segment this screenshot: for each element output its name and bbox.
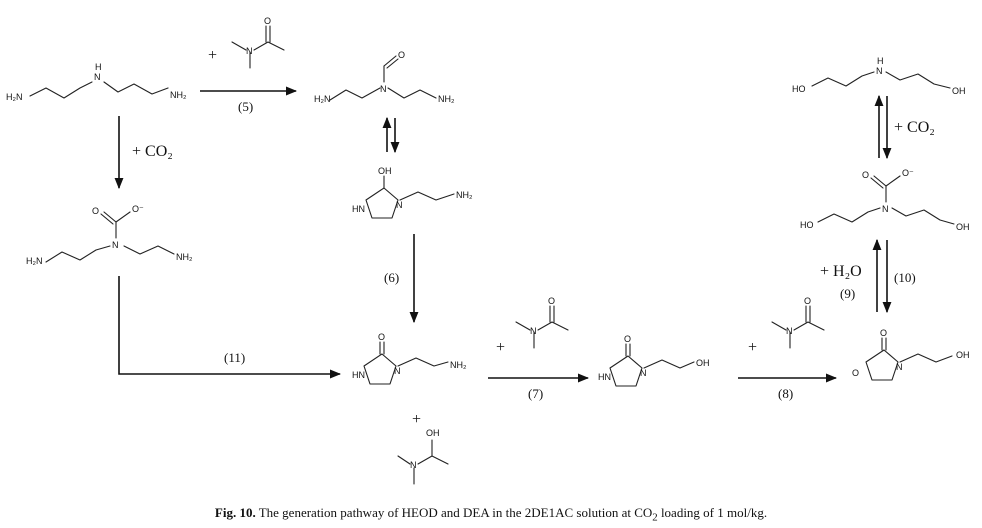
atom-o: O bbox=[92, 206, 99, 216]
atom-n: N bbox=[396, 200, 403, 210]
molecule-hydroxy-imidazolidine: OH HN N NH₂ bbox=[352, 166, 473, 219]
plus-sign: + bbox=[208, 47, 217, 64]
molecule-heod: O O N OH bbox=[852, 328, 970, 381]
reaction-label-5: (5) bbox=[238, 99, 253, 114]
atom-o: O bbox=[862, 170, 869, 180]
atom-n: N bbox=[94, 72, 101, 82]
figure-caption: Fig. 10. The generation pathway of HEOD … bbox=[0, 505, 982, 524]
atom-n: N bbox=[786, 326, 793, 336]
atom-o-minus: O⁻ bbox=[132, 204, 144, 214]
atom-oh: OH bbox=[426, 428, 440, 438]
molecule-deta-carbamate: N O O⁻ H₂N NH₂ bbox=[26, 204, 193, 266]
atom-oh: OH bbox=[952, 86, 966, 96]
atom-h: H bbox=[95, 62, 102, 72]
molecule-dmac-1: N O + bbox=[208, 16, 285, 69]
atom-o: O bbox=[548, 296, 555, 306]
atom-n: N bbox=[410, 460, 417, 470]
atom-nh2: NH₂ bbox=[456, 190, 473, 200]
reaction-label-6: (6) bbox=[384, 270, 399, 285]
reaction-label-7: (7) bbox=[528, 386, 543, 401]
atom-o: O bbox=[378, 332, 385, 342]
atom-o-minus: O⁻ bbox=[902, 168, 914, 178]
atom-n: N bbox=[380, 84, 387, 94]
atom-n: N bbox=[882, 204, 889, 214]
reaction-label-8: (8) bbox=[778, 386, 793, 401]
atom-o: O bbox=[852, 368, 859, 378]
caption-text-end: loading of 1 mol/kg. bbox=[657, 505, 768, 520]
atom-oh: OH bbox=[378, 166, 392, 176]
molecule-dmac-2: N O + bbox=[496, 296, 569, 356]
molecule-dea: HO N H OH bbox=[792, 56, 966, 96]
atom-n: N bbox=[394, 366, 401, 376]
atom-n: N bbox=[112, 240, 119, 250]
molecule-hydroxyethyl-imidazolidinone: O HN N OH bbox=[598, 334, 710, 387]
reaction-label-9: (9) bbox=[840, 286, 855, 301]
plus-sign: + bbox=[748, 339, 757, 356]
caption-subscript: 2 bbox=[652, 511, 658, 524]
atom-o: O bbox=[880, 328, 887, 338]
atom-n: N bbox=[640, 368, 647, 378]
co2-reagent-label: + CO₂ bbox=[132, 143, 173, 160]
atom-n: N bbox=[246, 46, 253, 56]
atom-o: O bbox=[804, 296, 811, 306]
atom-o: O bbox=[624, 334, 631, 344]
atom-n: N bbox=[530, 326, 537, 336]
co2-reagent-label-dea: + CO₂ bbox=[894, 119, 935, 136]
atom-o: O bbox=[264, 16, 271, 26]
molecule-formyl-deta: N O H₂N NH₂ bbox=[314, 50, 455, 104]
molecule-byproduct-amino-alcohol: N OH bbox=[397, 428, 449, 485]
plus-sign: + bbox=[412, 411, 421, 428]
molecule-aminoethyl-imidazolidinone: O HN N NH₂ bbox=[352, 332, 467, 385]
atom-oh: OH bbox=[696, 358, 710, 368]
atom-hn: HN bbox=[352, 370, 365, 380]
atom-h2n: H₂N bbox=[314, 94, 331, 104]
atom-h: H bbox=[877, 56, 884, 66]
atom-nh2: NH₂ bbox=[450, 360, 467, 370]
atom-ho: HO bbox=[800, 220, 814, 230]
atom-h2n: H₂N bbox=[26, 256, 43, 266]
atom-h2n: H₂N bbox=[6, 92, 23, 102]
reaction-label-10: (10) bbox=[894, 270, 916, 285]
caption-text: The generation pathway of HEOD and DEA i… bbox=[258, 505, 653, 520]
atom-nh2: NH₂ bbox=[170, 90, 187, 100]
h2o-reagent-label: + H₂O bbox=[820, 263, 862, 280]
atom-oh: OH bbox=[956, 222, 970, 232]
atom-nh2: NH₂ bbox=[438, 94, 455, 104]
molecule-deta: H₂N N H NH₂ bbox=[6, 62, 187, 102]
atom-o: O bbox=[398, 50, 405, 60]
atom-oh: OH bbox=[956, 350, 970, 360]
molecule-dea-carbamate: HO N O O⁻ OH bbox=[800, 168, 970, 232]
reaction-label-11: (11) bbox=[224, 350, 245, 365]
atom-hn: HN bbox=[598, 372, 611, 382]
atom-n: N bbox=[876, 66, 883, 76]
atom-n: N bbox=[896, 362, 903, 372]
atom-hn: HN bbox=[352, 204, 365, 214]
atom-nh2: NH₂ bbox=[176, 252, 193, 262]
atom-ho: HO bbox=[792, 84, 806, 94]
plus-sign: + bbox=[496, 339, 505, 356]
molecule-dmac-3: N O + bbox=[748, 296, 825, 356]
figure-label: Fig. 10. bbox=[214, 505, 256, 520]
reaction-arrow-11 bbox=[118, 276, 342, 379]
